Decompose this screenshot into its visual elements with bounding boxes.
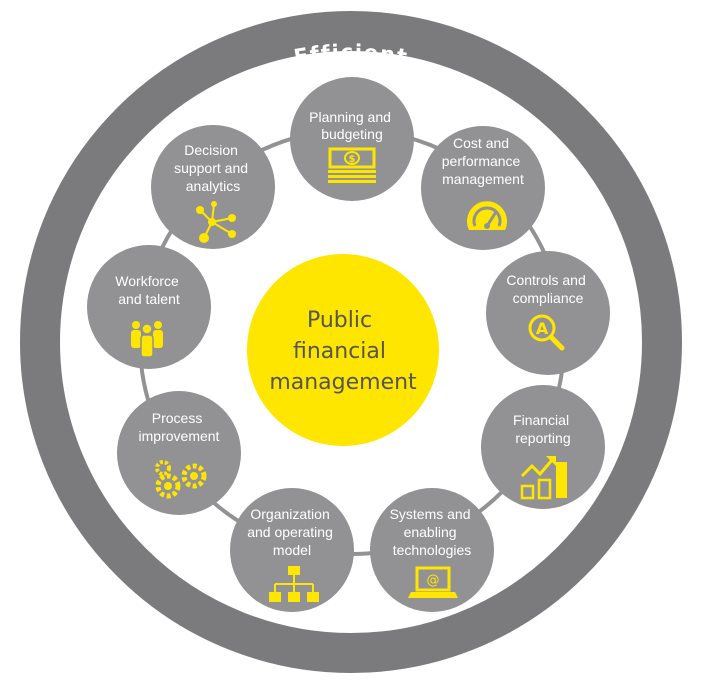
label-line: Controls and	[506, 272, 585, 288]
bar-chart-up-icon	[520, 456, 567, 500]
label-line: budgeting	[321, 126, 383, 142]
label-line: enabling	[404, 524, 457, 540]
node-label: Process improvement	[139, 410, 220, 444]
node-circle	[230, 488, 354, 612]
label-line: Planning and	[309, 109, 391, 125]
label-line: improvement	[139, 428, 220, 444]
node-cost: Cost and performance management	[421, 126, 545, 250]
network-nodes-icon	[196, 201, 236, 243]
node-circle	[117, 391, 241, 515]
label-line: Organization	[250, 506, 329, 522]
svg-text:$: $	[349, 154, 356, 165]
center-line-2: financial	[293, 339, 386, 364]
node-label: Cost and performance management	[442, 135, 524, 187]
node-label: Systems and enabling technologies	[390, 506, 475, 558]
label-line: model	[273, 542, 311, 558]
node-label: Planning and budgeting	[309, 109, 395, 142]
label-line: support and	[174, 160, 248, 176]
node-circle	[290, 77, 414, 201]
label-line: Financial	[513, 412, 569, 428]
center-label: Public financial management	[269, 308, 417, 395]
label-line: compliance	[513, 290, 584, 306]
label-line: performance	[442, 153, 521, 169]
center-circle	[247, 254, 439, 446]
label-line: analytics	[186, 178, 240, 194]
node-circle	[87, 245, 211, 369]
speedometer-icon	[467, 201, 507, 230]
node-organization: Organization and operating model	[230, 488, 354, 612]
node-planning: Planning and budgeting $	[290, 77, 414, 201]
node-process: Process improvement	[117, 391, 241, 515]
money-stack-icon: $	[328, 147, 376, 183]
label-line: Decision	[184, 142, 238, 158]
svg-text:A: A	[536, 319, 549, 338]
laptop-at-icon: @	[408, 566, 458, 598]
label-line: Cost and	[453, 135, 509, 151]
node-label: Financial reporting	[513, 412, 573, 446]
node-decision: Decision support and analytics	[151, 125, 275, 249]
people-group-icon	[131, 321, 163, 358]
node-systems: Systems and enabling technologies @	[370, 488, 494, 612]
node-reporting: Financial reporting	[481, 385, 605, 509]
node-circle	[481, 385, 605, 509]
label-line: and talent	[118, 291, 180, 307]
org-chart-icon	[269, 566, 319, 602]
label-line: and operating	[247, 524, 333, 540]
svg-text:@: @	[427, 573, 440, 588]
node-label: Decision support and analytics	[174, 142, 252, 194]
center-line-1: Public	[307, 308, 372, 333]
label-line: Workforce	[115, 273, 179, 289]
node-workforce: Workforce and talent	[87, 245, 211, 369]
label-line: Systems and	[390, 506, 471, 522]
center-line-3: management	[269, 370, 417, 395]
label-line: technologies	[393, 542, 472, 558]
node-circle	[421, 126, 545, 250]
gears-icon	[155, 460, 207, 499]
label-line: management	[442, 171, 524, 187]
label-line: Process	[152, 410, 203, 426]
node-label: Workforce and talent	[115, 273, 182, 307]
label-line: reporting	[515, 430, 570, 446]
node-label: Controls and compliance	[506, 272, 589, 306]
ring-label-efficient: Efficient	[292, 40, 410, 69]
node-controls: Controls and compliance A	[486, 251, 610, 375]
magnifier-a-icon: A	[528, 314, 565, 351]
node-circle	[151, 125, 275, 249]
node-circle	[486, 251, 610, 375]
outer-ring	[20, 11, 682, 673]
node-label: Organization and operating model	[247, 506, 337, 558]
node-circle	[370, 488, 494, 612]
